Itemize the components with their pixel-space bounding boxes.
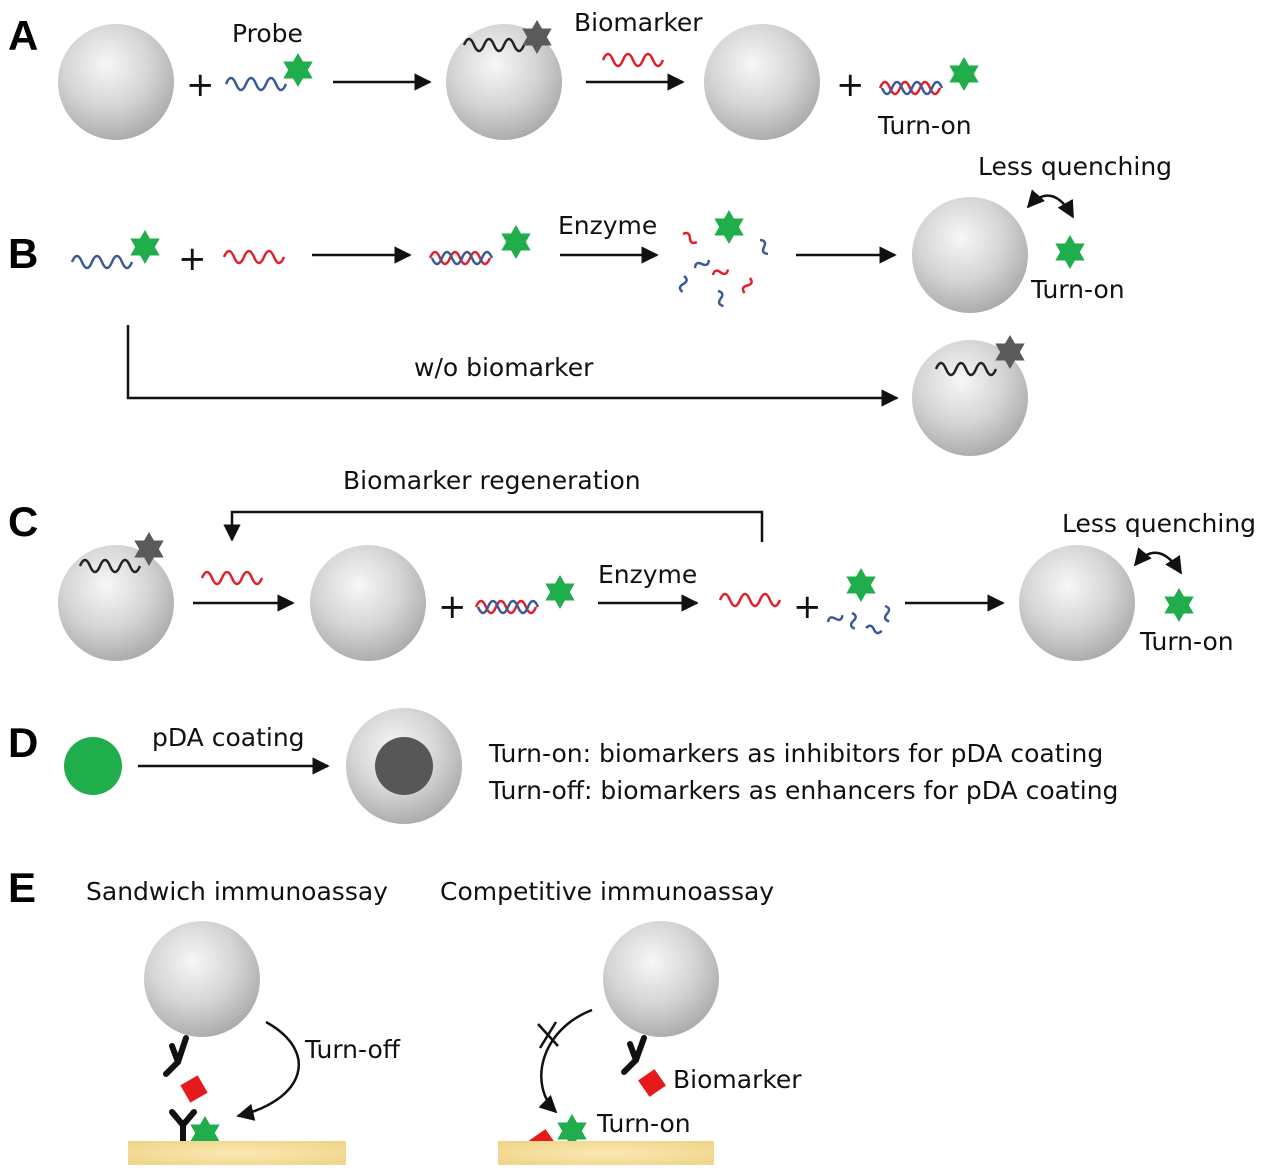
antibody-icon [621,1035,647,1075]
nanoparticle [310,545,426,661]
digested-fragments [678,230,772,309]
pda-coating-label: pDA coating [152,723,305,752]
turn-on-description: Turn-on: biomarkers as inhibitors for pD… [488,739,1103,768]
panel-e-letter: E [8,864,36,911]
turn-on-label: Turn-on [596,1109,691,1138]
sandwich-immunoassay-label: Sandwich immunoassay [86,877,388,906]
fluorophore-icon [501,225,531,259]
panel-b-letter: B [8,230,38,277]
digested-fragments [825,603,894,635]
fluorophore-icon [846,568,876,602]
plus-sign: + [793,587,822,627]
competitive-immunoassay-label: Competitive immunoassay [440,877,774,906]
bypass-arrow [126,325,899,407]
biomarker-strand [200,570,264,586]
capture-antibody-icon [169,1109,197,1146]
fluorophore-icon [1164,588,1194,622]
turn-on-label: Turn-on [1030,275,1125,304]
biomarker-label: Biomarker [673,1065,802,1094]
blocked-curved-arrow [538,1008,593,1114]
fluorophore-icon [545,575,575,609]
biomarker-antigen [638,1069,666,1097]
panel-d-letter: D [8,719,38,766]
regeneration-loop-arrow [223,510,764,542]
nanoparticle [144,921,260,1037]
biomarker-antigen [180,1075,208,1103]
nanoparticle [58,545,174,661]
turn-off-description: Turn-off: biomarkers as enhancers for pD… [488,776,1118,805]
fluorophore-icon [714,210,744,244]
nanoparticle [58,24,174,140]
probe-strand [70,254,134,270]
plus-sign: + [178,239,207,279]
nanoparticle [603,921,719,1037]
nanoparticle [1019,545,1135,661]
turn-on-label: Turn-on [1139,627,1234,656]
turn-off-label: Turn-off [304,1035,401,1064]
substrate-surface [498,1141,714,1165]
wo-biomarker-label: w/o biomarker [414,353,594,382]
panel-a-letter: A [8,12,38,59]
curved-arrow [236,1020,300,1121]
detection-antibody-icon [163,1035,189,1077]
biomarker-strand [222,249,286,265]
nanoparticle [446,24,562,140]
panel-c-letter: C [8,498,38,545]
nanoparticle [704,24,820,140]
plus-sign: + [186,65,215,105]
fluorophore-icon [1055,235,1085,269]
less-quenching-label: Less quenching [1062,509,1256,538]
plus-sign: + [438,587,467,627]
nanoparticle [912,340,1028,456]
panel-e: E Sandwich immunoassay Turn-off Competit… [8,864,802,1165]
panel-c: C Biomarker regeneration + Enzyme + Less… [8,466,1256,661]
curved-double-arrow [1133,547,1183,575]
panel-b: B + Enzyme Less quenching Turn-on w/o bi… [8,152,1172,456]
enzyme-label: Enzyme [598,560,697,589]
biomarker-strand [601,52,665,68]
curved-double-arrow [1026,189,1075,219]
turn-on-label: Turn-on [877,111,972,140]
substrate-surface [128,1141,346,1165]
biomarker-regeneration-label: Biomarker regeneration [343,466,641,495]
panel-a: A + Probe Biomarker + Turn-on [8,8,979,140]
nanoparticle [912,197,1028,313]
fluorophore-icon [283,53,313,87]
fluorophore-icon [949,57,979,91]
enzyme-label: Enzyme [558,211,657,240]
probe-strand [224,76,288,92]
biomarker-label: Biomarker [574,8,703,37]
probe-label: Probe [232,19,303,48]
less-quenching-label: Less quenching [978,152,1172,181]
quenched-core [375,737,433,795]
blocked-cross-icon [537,1021,559,1049]
fluorescent-nanoparticle [64,737,122,795]
regenerated-biomarker-strand [718,592,782,608]
plus-sign: + [836,65,865,105]
panel-d: D pDA coating Turn-on: biomarkers as inh… [8,708,1118,824]
fluorophore-icon [130,230,160,264]
